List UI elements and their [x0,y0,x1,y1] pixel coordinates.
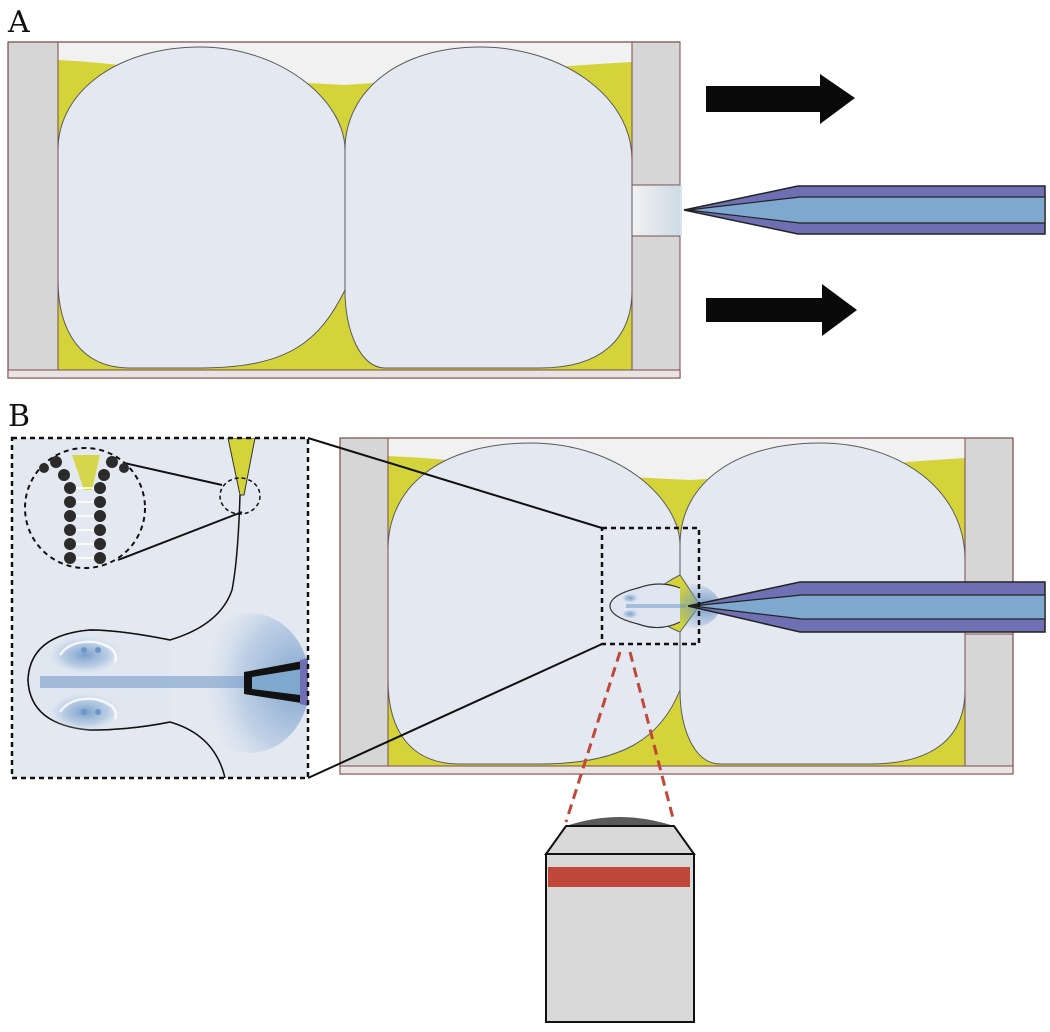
droplet-left-a [57,46,346,369]
zoom-connector-bottom [307,643,603,779]
fusion-pocket-small [609,583,720,629]
micropipette-icon [683,185,1046,235]
laser-line-right [628,651,676,823]
left-wall-b [339,437,389,767]
zoom-region [600,526,701,646]
right-wall-lower-b [964,633,1014,767]
panel-a-label: A [7,5,30,40]
laser-band [548,867,690,887]
zoom-connector-top [307,437,603,529]
lipid-bilayer-icon [24,447,146,569]
bottom-plate-b [339,765,1014,775]
bottom-plate-a [7,369,681,379]
panel-b-label: B [8,399,30,434]
micropipette-icon [687,581,1046,633]
droplet-right-a [344,46,633,369]
chamber-a [7,41,682,379]
right-wall-lower-a [631,235,681,371]
right-arrow-icon [706,284,857,336]
left-wall-a [7,41,59,371]
zoom-inset [12,438,308,778]
opening-a [632,185,682,236]
microscope-objective-icon [544,817,696,1023]
droplet-left-b [387,442,681,765]
right-wall-upper-a [631,41,681,186]
right-arrow-icon [706,74,855,124]
laser-line-left [564,651,622,823]
zoom-inset-frame [10,436,310,780]
right-wall-upper-b [964,437,1014,583]
